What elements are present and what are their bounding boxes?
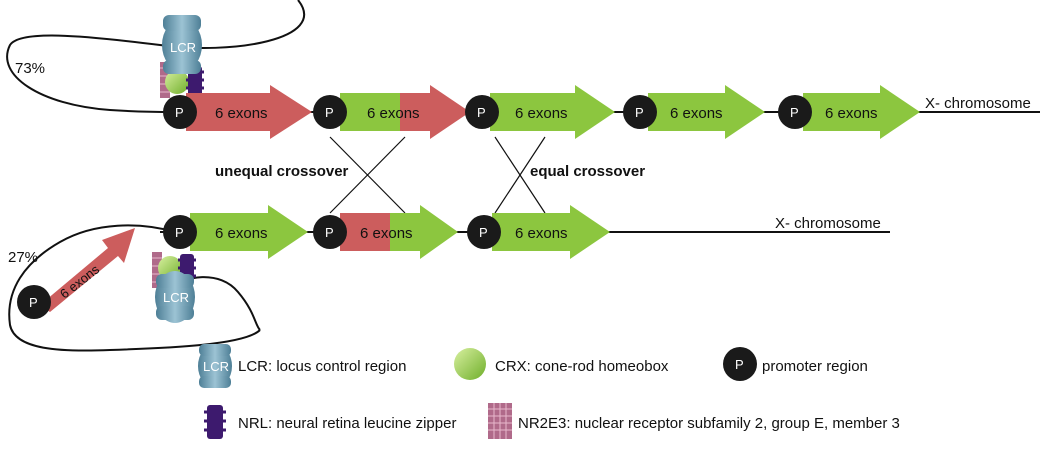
unequal-crossover-label: unequal crossover <box>215 163 349 180</box>
crossovers: unequal crossover equal crossover <box>215 136 645 214</box>
top-percent: 73% <box>15 60 45 77</box>
promoter-icon <box>313 95 347 129</box>
promoter-icon <box>465 95 499 129</box>
top-lcr-complex: LCR <box>160 15 204 98</box>
legend: LCR LCR: locus control region CRX: cone-… <box>198 344 900 439</box>
promoter-icon <box>163 95 197 129</box>
svg-text:P: P <box>175 105 184 120</box>
legend-lcr: LCR LCR: locus control region <box>198 344 406 388</box>
top-dna-loop <box>6 0 306 113</box>
lcr-icon: LCR <box>162 15 202 74</box>
bottom-strand: 27% P 6 exons <box>8 205 890 352</box>
legend-promoter: P promoter region <box>723 347 868 381</box>
svg-text:P: P <box>325 105 334 120</box>
equal-crossover-label: equal crossover <box>530 163 645 180</box>
crx-icon <box>165 70 189 94</box>
svg-text:CRX: cone-rod homeobox: CRX: cone-rod homeobox <box>495 358 669 375</box>
svg-text:LCR: LCR <box>170 40 196 55</box>
crx-icon <box>454 348 486 380</box>
top-gene-2: P 6 exons <box>313 85 470 139</box>
svg-text:NRL: neural retina leucine zip: NRL: neural retina leucine zipper <box>238 415 456 432</box>
svg-text:P: P <box>175 225 184 240</box>
svg-text:P: P <box>477 105 486 120</box>
svg-text:6 exons: 6 exons <box>825 105 878 122</box>
top-chromosome-label: X- chromosome <box>925 95 1031 112</box>
svg-text:LCR: LCR <box>163 290 189 305</box>
svg-text:P: P <box>29 295 38 310</box>
nrl-icon <box>204 405 226 439</box>
bottom-percent: 27% <box>8 249 38 266</box>
svg-text:LCR: locus control region: LCR: locus control region <box>238 358 406 375</box>
top-gene-5: P 6 exons <box>778 85 920 139</box>
bottom-gene-3: P 6 exons <box>313 205 458 259</box>
svg-text:P: P <box>479 225 488 240</box>
svg-text:6 exons: 6 exons <box>360 225 413 242</box>
promoter-icon <box>313 215 347 249</box>
svg-text:6 exons: 6 exons <box>57 261 103 301</box>
legend-nrl: NRL: neural retina leucine zipper <box>204 405 456 439</box>
svg-text:NR2E3: nuclear receptor subfam: NR2E3: nuclear receptor subfamily 2, gro… <box>518 415 900 432</box>
svg-text:6 exons: 6 exons <box>670 105 723 122</box>
promoter-icon <box>467 215 501 249</box>
bottom-lcr-complex: LCR <box>152 252 196 323</box>
promoter-icon <box>778 95 812 129</box>
bottom-dna-loop <box>8 224 261 352</box>
legend-nr2e3: NR2E3: nuclear receptor subfamily 2, gro… <box>488 403 900 439</box>
bottom-chromosome-label: X- chromosome <box>775 215 881 232</box>
promoter-icon <box>623 95 657 129</box>
promoter-icon <box>17 285 51 319</box>
legend-crx: CRX: cone-rod homeobox <box>454 348 669 380</box>
svg-text:P: P <box>735 357 744 372</box>
top-gene-1: P 6 exons <box>163 85 312 139</box>
svg-text:6 exons: 6 exons <box>367 105 420 122</box>
lcr-icon: LCR <box>198 344 232 388</box>
bottom-gene-1: P 6 exons <box>17 228 135 319</box>
promoter-icon <box>163 215 197 249</box>
svg-text:6 exons: 6 exons <box>215 105 268 122</box>
top-gene-3: P 6 exons <box>465 85 615 139</box>
promoter-icon <box>723 347 757 381</box>
top-gene-4: P 6 exons <box>623 85 765 139</box>
bottom-gene-4: P 6 exons <box>467 205 610 259</box>
svg-text:LCR: LCR <box>203 359 229 374</box>
svg-text:promoter region: promoter region <box>762 358 868 375</box>
nr2e3-icon <box>488 403 512 439</box>
lcr-icon: LCR <box>155 271 195 323</box>
svg-text:P: P <box>635 105 644 120</box>
svg-text:6 exons: 6 exons <box>515 105 568 122</box>
top-strand: 73% LCR <box>6 0 1040 139</box>
svg-text:6 exons: 6 exons <box>515 225 568 242</box>
svg-text:P: P <box>325 225 334 240</box>
svg-text:P: P <box>790 105 799 120</box>
bottom-gene-2: P 6 exons <box>163 205 308 259</box>
svg-text:6 exons: 6 exons <box>215 225 268 242</box>
